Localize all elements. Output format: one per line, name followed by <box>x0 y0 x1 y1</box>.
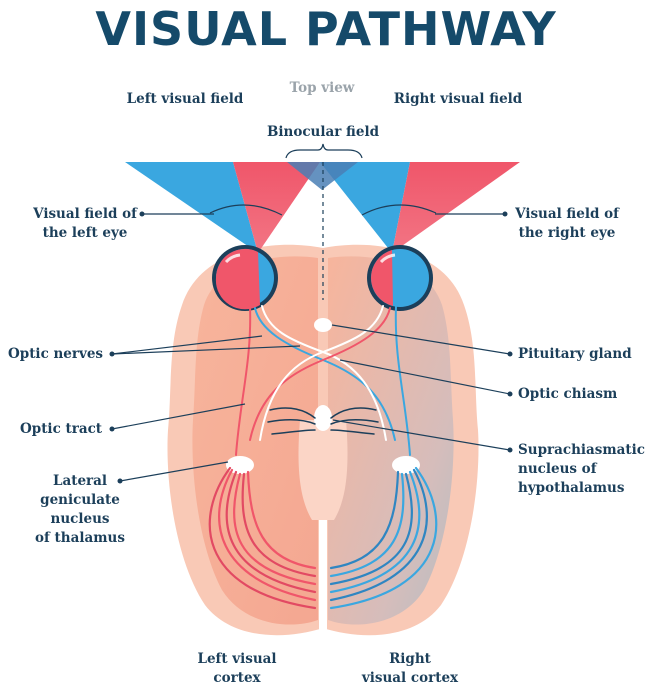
label-scn-line3: hypothalamus <box>518 480 625 496</box>
label-optic-tract: Optic tract <box>20 421 103 437</box>
label-right-cortex-line2: visual cortex <box>361 670 459 686</box>
suprachiasmatic-nucleus <box>314 405 332 431</box>
brain <box>167 245 478 635</box>
label-left-cortex-line1: Left visual <box>197 651 276 667</box>
label-right-cortex-line1: Right <box>389 651 432 667</box>
pituitary-gland <box>314 318 332 332</box>
label-lgn-line4: of thalamus <box>35 530 125 546</box>
left-visual-field-label: Left visual field <box>127 91 244 107</box>
top-view-label: Top view <box>290 80 355 96</box>
label-scn-line2: nucleus of <box>518 461 598 477</box>
label-lgn-line2: geniculate <box>40 492 120 508</box>
label-left-cortex-line2: cortex <box>213 670 261 686</box>
binocular-bracket <box>286 144 362 158</box>
label-optic-nerves: Optic nerves <box>8 346 103 362</box>
page-title: VISUAL PATHWAY <box>95 2 556 56</box>
right-eye <box>367 245 433 311</box>
left-eye <box>212 245 278 311</box>
label-chiasm: Optic chiasm <box>518 386 617 402</box>
label-vf-right-line1: Visual field of <box>514 206 620 222</box>
right-eye-red-fan <box>392 162 520 253</box>
visual-field-fans <box>125 162 520 253</box>
label-vf-left-line2: the left eye <box>43 225 128 241</box>
label-vf-right-line2: the right eye <box>519 225 616 241</box>
label-lgn-line3: nucleus <box>51 511 110 527</box>
label-pituitary: Pituitary gland <box>518 346 632 362</box>
binocular-field-label: Binocular field <box>267 124 380 140</box>
label-vf-left-line1: Visual field of <box>32 206 138 222</box>
label-lgn-line1: Lateral <box>53 473 107 489</box>
right-visual-field-label: Right visual field <box>394 91 523 107</box>
brainstem <box>299 420 348 520</box>
label-scn-line1: Suprachiasmatic <box>518 442 645 458</box>
